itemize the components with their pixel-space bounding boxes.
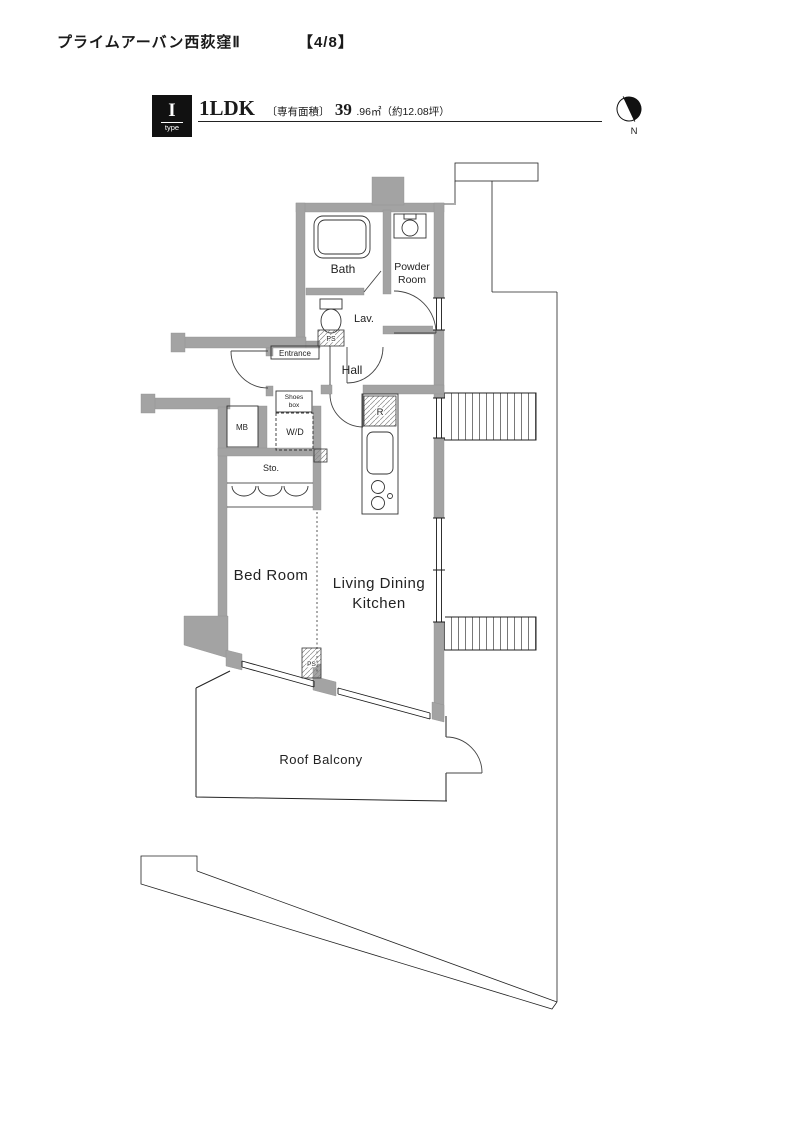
unit-type-letter: I: [168, 99, 176, 121]
label-refrigerator: R: [377, 407, 384, 418]
doors: [230, 270, 483, 774]
unit-type-badge: I type: [152, 95, 192, 137]
room-label-ldk-2: Kitchen: [352, 595, 406, 612]
stove-burner: [371, 496, 385, 510]
label-ps-upper: PS: [326, 336, 336, 343]
area-value: 39: [334, 100, 352, 119]
closet-hangers: [231, 485, 309, 497]
page-header: プライムアーバン西荻窪Ⅱ 【4/8】: [57, 31, 354, 52]
entrance-label-box: [270, 345, 320, 360]
kitchen-sink: [366, 431, 394, 475]
room-label-hall: Hall: [342, 363, 363, 377]
ps-lower-box: [301, 647, 322, 679]
bath-door: [363, 270, 382, 293]
label-shoes-2: box: [289, 402, 300, 409]
room-label-bath: Bath: [331, 262, 356, 276]
unit-layout: 1LDK: [199, 96, 256, 120]
label-shoes-1: Shoes: [285, 394, 304, 401]
building-name: プライムアーバン西荻窪Ⅱ: [57, 34, 241, 51]
roof-balcony-outline: [195, 670, 448, 802]
room-label-ldk-1: Living Dining: [333, 575, 425, 592]
fixtures: [226, 213, 427, 679]
powder-room-door-arc: [393, 290, 437, 334]
hatched-band-upper: [443, 392, 537, 441]
unit-walls: [140, 176, 445, 723]
stove-burner: [371, 480, 385, 494]
kitchen-counter: [361, 393, 399, 515]
bathtub: [313, 215, 371, 259]
room-label-roof-balcony: Roof Balcony: [279, 752, 362, 767]
balcony-door-arc: [445, 736, 483, 774]
hatched-band-lower: [443, 616, 537, 651]
room-label-powder-2: Room: [398, 274, 426, 286]
north-compass-icon: N: [616, 96, 642, 137]
windows: [241, 297, 445, 720]
room-label-storage: Sto.: [263, 463, 279, 473]
room-label-entrance: Entrance: [279, 349, 312, 358]
powder-sink: [393, 213, 427, 239]
entrance-door-arc: [230, 350, 269, 389]
north-label: N: [631, 126, 638, 137]
ldk-door-arc: [329, 393, 364, 428]
duct-box: [313, 448, 328, 463]
unit-summary: 1LDK 〔専有面積〕 39 .96㎡（約12.08坪）: [199, 96, 450, 121]
label-ps-lower: PS: [307, 661, 316, 668]
room-labels: Bath Powder Room Lav. PS Hall Entrance S…: [234, 261, 431, 767]
interior-lines: [227, 346, 331, 674]
toilet: [319, 298, 343, 334]
title-rule: [198, 121, 602, 122]
room-label-powder-1: Powder: [394, 261, 430, 273]
room-label-bedroom: Bed Room: [234, 567, 309, 584]
stove-burner: [387, 493, 393, 499]
area-detail: .96㎡（約12.08坪）: [356, 106, 450, 118]
shoes-box: [275, 390, 313, 413]
label-meter-box: MB: [236, 423, 248, 432]
room-label-lavatory: Lav.: [354, 313, 374, 325]
unit-type-word: type: [160, 121, 184, 132]
page-indicator: 【4/8】: [297, 34, 354, 51]
washer-dryer-space: [275, 412, 314, 451]
area-label: 〔専有面積〕: [266, 106, 330, 118]
meter-box: [226, 405, 259, 448]
ps-upper-box: [317, 329, 345, 347]
refrigerator-space: [363, 395, 397, 427]
building-outline: [140, 162, 558, 1010]
lavatory-door-arc: [346, 346, 384, 384]
label-washer-dryer: W/D: [286, 427, 304, 437]
